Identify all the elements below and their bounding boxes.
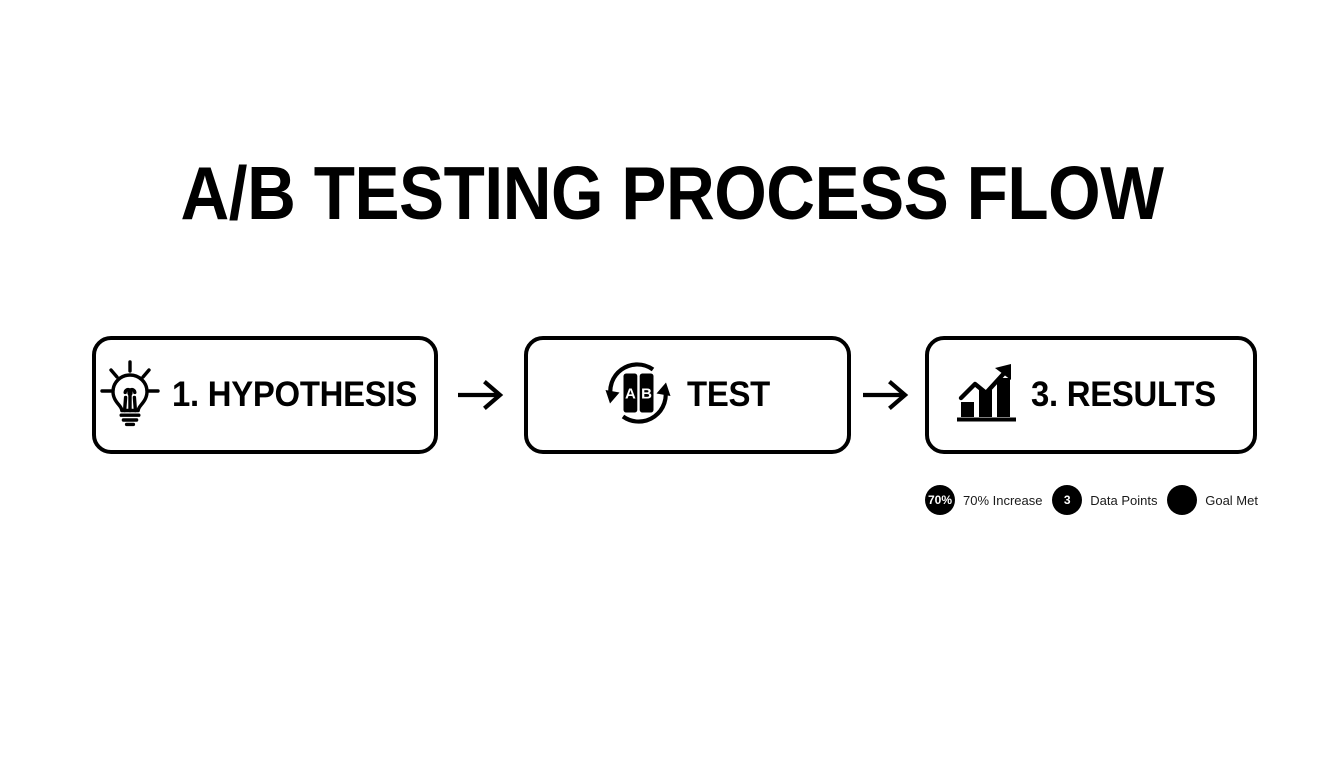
percent-badge-icon: 70%: [925, 485, 955, 515]
step-label-test: TEST: [687, 375, 771, 414]
step-label-hypothesis: 1. HYPOTHESIS: [171, 375, 417, 414]
page-title: A/B TESTING PROCESS FLOW: [180, 151, 1164, 235]
svg-text:B: B: [642, 385, 653, 402]
lightbulb-icon: [98, 358, 162, 433]
svg-text:A: A: [625, 385, 636, 402]
filled-circle-icon: [1167, 485, 1198, 515]
count-badge-icon: 3: [1052, 485, 1083, 515]
legend: 70% 70% Increase 3 Data Points Goal Met: [925, 484, 1258, 516]
flow-arrow-1-icon: [452, 336, 512, 454]
legend-item-increase[interactable]: 70% 70% Increase: [925, 485, 1043, 515]
legend-item-data-points[interactable]: 3 Data Points: [1052, 485, 1157, 515]
legend-label-data-points: Data Points: [1090, 492, 1158, 508]
legend-label-goal-met: Goal Met: [1205, 492, 1258, 508]
legend-item-goal-met[interactable]: Goal Met: [1167, 485, 1258, 515]
ab-split-test-icon: A B: [599, 357, 677, 434]
legend-label-increase: 70% Increase: [963, 492, 1043, 508]
step-card-results[interactable]: 3. RESULTS: [925, 336, 1257, 454]
process-flow-row: 1. HYPOTHESIS A B: [0, 336, 1344, 454]
step-card-test[interactable]: A B TEST: [524, 336, 851, 454]
growth-bar-chart-icon: [955, 362, 1021, 429]
step-card-hypothesis[interactable]: 1. HYPOTHESIS: [92, 336, 438, 454]
step-label-results: 3. RESULTS: [1030, 375, 1216, 414]
flow-arrow-2-icon: [857, 336, 917, 454]
